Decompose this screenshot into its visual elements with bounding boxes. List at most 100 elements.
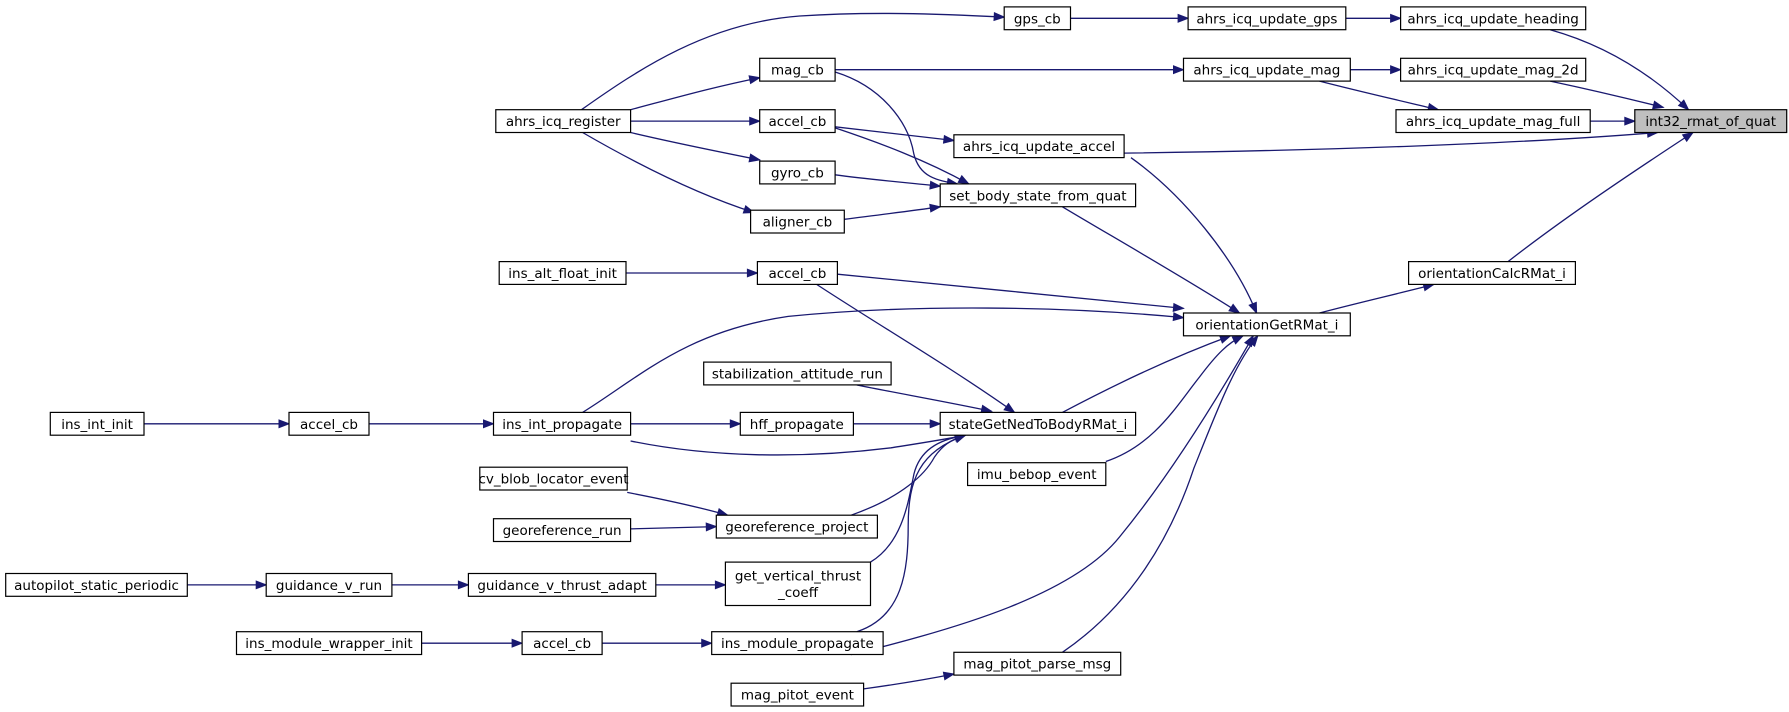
node-autopilot-static-periodic[interactable]: autopilot_static_periodic	[5, 572, 188, 597]
node-orientationgetrmat-i[interactable]: orientationGetRMat_i	[1182, 312, 1351, 337]
arrowhead-icon	[1218, 335, 1232, 344]
node-box	[467, 572, 657, 597]
arrowhead-icon	[929, 419, 942, 429]
arrowhead-icon	[511, 638, 524, 648]
edge-upaccel-to-ogr	[1130, 157, 1258, 315]
edge-stab-to-sned	[856, 384, 993, 414]
edge-sned-to-ogr	[1062, 335, 1232, 413]
node-box	[49, 411, 145, 436]
node-label: guidance_v_thrust_adapt	[477, 578, 647, 594]
node-aligner-cb[interactable]: aligner_cb	[749, 209, 845, 234]
node-box	[953, 651, 1122, 676]
node-gps-cb[interactable]: gps_cb	[1003, 6, 1072, 31]
node-cv-blob-locator-event[interactable]: cv_blob_locator_event	[478, 466, 629, 491]
node-ins-int-init[interactable]: ins_int_init	[49, 411, 145, 436]
node-stategetnedtobodyrmat-i[interactable]: stateGetNedToBodyRMat_i	[939, 411, 1137, 436]
edge-ogr-to-ocr	[1319, 282, 1436, 314]
node-label: ahrs_icq_update_gps	[1196, 11, 1337, 27]
node-label: stabilization_attitude_run	[712, 367, 883, 383]
node-box	[1182, 57, 1351, 82]
arrowhead-icon	[1624, 116, 1637, 126]
edge-hff-to-sned	[853, 419, 942, 429]
node-label: guidance_v_run	[276, 578, 382, 594]
node-box	[730, 682, 865, 707]
node-accel-cb[interactable]: accel_cb	[521, 631, 603, 656]
node-guidance-v-run[interactable]: guidance_v_run	[265, 572, 393, 597]
arrowhead-icon	[993, 12, 1006, 22]
edge-gyrocb-to-setbody	[835, 174, 942, 190]
node-imu-bebop-event[interactable]: imu_bebop_event	[966, 462, 1107, 487]
edge-imubebop-to-ogr	[1105, 335, 1245, 463]
node-guidance-v-thrust-adapt[interactable]: guidance_v_thrust_adapt	[467, 572, 657, 597]
call-graph-nodes: int32_rmat_of_quat ahrs_icq_update_headin…	[5, 6, 1788, 707]
node-ahrs-icq-register[interactable]: ahrs_icq_register	[495, 109, 632, 134]
node-stabilization-attitude-run[interactable]: stabilization_attitude_run	[703, 361, 892, 386]
node-box	[492, 411, 632, 436]
edge-aligncb-to-setbody	[844, 203, 942, 220]
node-accel-cb[interactable]: accel_cb	[759, 109, 836, 134]
node-label: accel_cb	[533, 636, 591, 652]
arrowhead-icon	[1677, 99, 1690, 111]
node-ahrs-icq-update-mag[interactable]: ahrs_icq_update_mag	[1182, 57, 1351, 82]
node-box	[1003, 6, 1072, 31]
node-ahrs-icq-update-mag-full[interactable]: ahrs_icq_update_mag_full	[1395, 109, 1591, 134]
node-accel-cb[interactable]: accel_cb	[288, 411, 370, 436]
edge-autop-to-gvrun	[187, 580, 268, 590]
node-label: accel_cb	[768, 114, 826, 130]
edge-mag2d-to-root	[1550, 80, 1665, 110]
node-box	[1395, 109, 1591, 134]
node-box	[1182, 312, 1351, 337]
node-ahrs-icq-update-accel[interactable]: ahrs_icq_update_accel	[953, 134, 1125, 159]
node-ahrs-icq-update-gps[interactable]: ahrs_icq_update_gps	[1187, 6, 1347, 31]
arrowhead-icon	[1172, 302, 1185, 312]
node-ins-alt-float-init[interactable]: ins_alt_float_init	[498, 261, 627, 286]
node-box	[1187, 6, 1347, 31]
node-label: mag_pitot_event	[741, 688, 854, 704]
node-box	[724, 561, 872, 607]
node-box	[756, 261, 839, 286]
node-box	[939, 183, 1137, 208]
node-mag-cb[interactable]: mag_cb	[759, 57, 836, 82]
arrowhead-icon	[929, 203, 942, 213]
node-get-vertical-thrust-coeff[interactable]: get_vertical_thrust_coeff	[724, 561, 872, 607]
node-box	[939, 411, 1137, 436]
node-mag-pitot-event[interactable]: mag_pitot_event	[730, 682, 865, 707]
node-box	[265, 572, 393, 597]
node-label: imu_bebop_event	[977, 467, 1097, 483]
node-set-body-state-from-quat[interactable]: set_body_state_from_quat	[939, 183, 1137, 208]
node-orientationcalcrmat-i[interactable]: orientationCalcRMat_i	[1407, 261, 1576, 286]
arrowhead-icon	[1390, 65, 1403, 75]
node-box	[711, 631, 884, 656]
edge-insinit-to-accelcb3	[143, 419, 291, 429]
node-label: aligner_cb	[763, 215, 833, 231]
node-box	[235, 631, 423, 656]
arrowhead-icon	[457, 580, 470, 590]
arrowhead-icon	[1247, 334, 1259, 347]
node-label: gyro_cb	[771, 166, 824, 182]
node-georeference-run[interactable]: georeference_run	[492, 518, 632, 543]
node-box	[749, 209, 845, 234]
node-ins-int-propagate[interactable]: ins_int_propagate	[492, 411, 632, 436]
node-box	[715, 514, 878, 539]
node-box	[759, 160, 836, 185]
edge-heading-to-root	[1550, 29, 1690, 111]
arrowhead-icon	[746, 268, 759, 278]
node-label: mag_cb	[771, 63, 824, 79]
node-box	[703, 361, 892, 386]
node-ins-module-propagate[interactable]: ins_module_propagate	[711, 631, 884, 656]
edge-reg-to-gyrocb	[630, 131, 762, 163]
arrowhead-icon	[749, 116, 762, 126]
edge-upmag-to-magfull	[1319, 80, 1440, 112]
node-ins-module-wrapper-init[interactable]: ins_module_wrapper_init	[235, 631, 423, 656]
node-georeference-project[interactable]: georeference_project	[715, 514, 878, 539]
node-ahrs-icq-update-heading[interactable]: ahrs_icq_update_heading	[1399, 6, 1587, 31]
node-accel-cb[interactable]: accel_cb	[756, 261, 839, 286]
node-int32-rmat-of-quat[interactable]: int32_rmat_of_quat	[1634, 109, 1788, 134]
node-label: stateGetNedToBodyRMat_i	[949, 417, 1128, 433]
node-box	[1399, 6, 1587, 31]
node-ahrs-icq-update-mag-2d[interactable]: ahrs_icq_update_mag_2d	[1399, 57, 1587, 82]
node-label: autopilot_static_periodic	[14, 578, 179, 594]
node-mag-pitot-parse-msg[interactable]: mag_pitot_parse_msg	[953, 651, 1122, 676]
node-hff-propagate[interactable]: hff_propagate	[739, 411, 854, 436]
node-gyro-cb[interactable]: gyro_cb	[759, 160, 836, 185]
